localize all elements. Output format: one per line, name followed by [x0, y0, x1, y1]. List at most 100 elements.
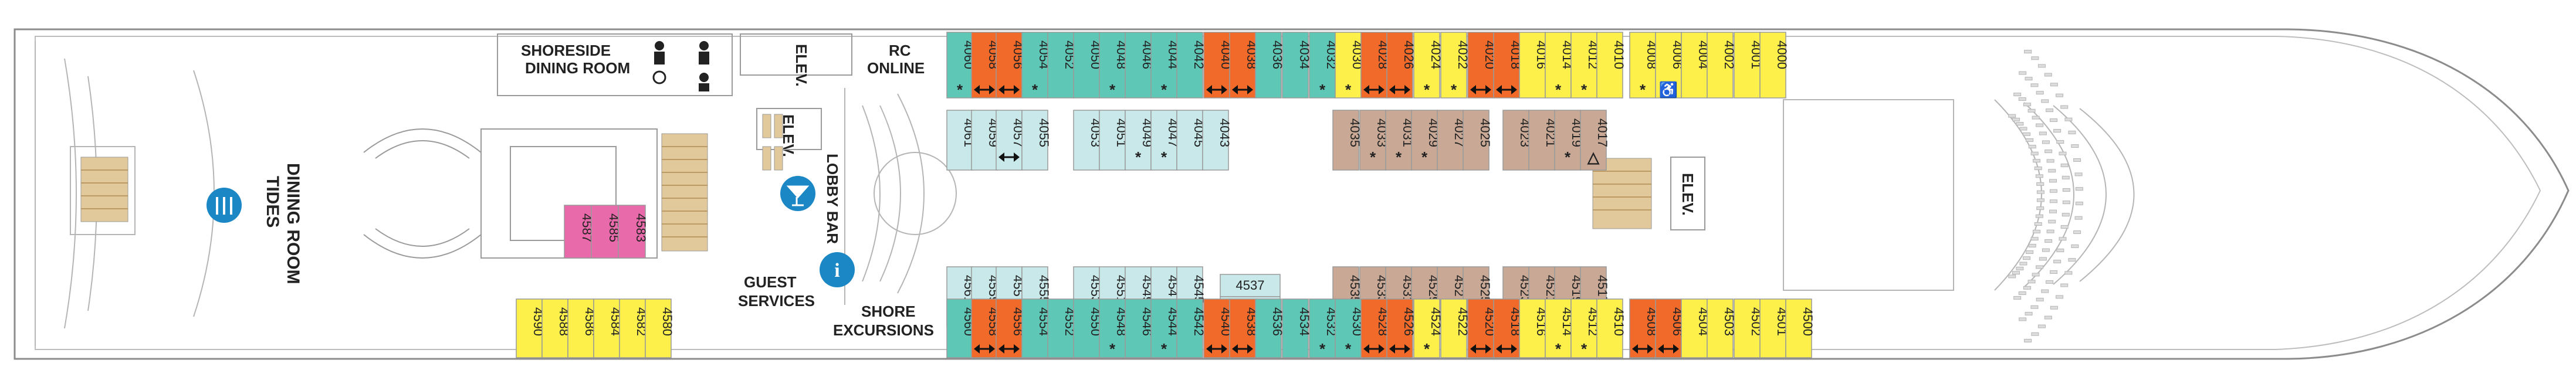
- cabin-4544[interactable]: 4544*: [1150, 298, 1180, 358]
- cabin-4514[interactable]: 4514*: [1545, 298, 1575, 358]
- cabin-4582[interactable]: 4582: [619, 298, 649, 358]
- cabin-4548[interactable]: 4548*: [1099, 298, 1129, 358]
- cabin-number: 4025: [1478, 118, 1492, 147]
- cabin-4045[interactable]: 4045: [1176, 110, 1206, 171]
- cabin-4052[interactable]: 4052: [1047, 32, 1077, 99]
- third-berth-icon: *: [1581, 340, 1587, 358]
- cabin-4001[interactable]: 4001: [1734, 32, 1763, 99]
- cabin-4022[interactable]: 4022*: [1440, 32, 1470, 99]
- cabin-4554[interactable]: 4554: [1021, 298, 1051, 358]
- cabin-4537[interactable]: 4537: [1220, 274, 1281, 297]
- cabin-4024[interactable]: 4024*: [1413, 32, 1443, 99]
- cabin-4016[interactable]: 4016: [1519, 32, 1549, 99]
- cabin-4501[interactable]: 4501: [1759, 298, 1789, 358]
- cabin-4020[interactable]: 4020: [1467, 32, 1497, 99]
- theater-seat: [2026, 250, 2034, 254]
- cabin-4520[interactable]: 4520: [1467, 298, 1497, 358]
- cabin-4556[interactable]: 4556: [996, 298, 1025, 358]
- cabin-4516[interactable]: 4516: [1519, 298, 1549, 358]
- cabin-4042[interactable]: 4042: [1176, 32, 1206, 99]
- cabin-4044[interactable]: 4044*: [1150, 32, 1180, 99]
- cabin-4006[interactable]: 4006♿: [1655, 32, 1685, 99]
- cabin-4029[interactable]: 4029*: [1411, 110, 1441, 171]
- cabin-4532[interactable]: 4532*: [1309, 298, 1339, 358]
- cabin-4047[interactable]: 4047*: [1150, 110, 1180, 171]
- cabin-4560[interactable]: 4560: [946, 298, 976, 358]
- cabin-4526[interactable]: 4526: [1386, 298, 1416, 358]
- cabin-4056[interactable]: 4056: [996, 32, 1025, 99]
- cabin-4503[interactable]: 4503: [1707, 298, 1736, 358]
- cabin-4524[interactable]: 4524*: [1413, 298, 1443, 358]
- shoreside-room: [497, 33, 733, 96]
- cabin-4583[interactable]: 4583: [618, 205, 648, 259]
- cabin-4546[interactable]: 4546: [1125, 298, 1155, 358]
- cabin-4040[interactable]: 4040: [1203, 32, 1233, 99]
- theater-seat: [2037, 64, 2046, 68]
- cabin-4518[interactable]: 4518: [1493, 298, 1523, 358]
- cabin-4014[interactable]: 4014*: [1545, 32, 1575, 99]
- cabin-4587[interactable]: 4587: [564, 205, 594, 259]
- cabin-4536[interactable]: 4536: [1255, 298, 1285, 358]
- cabin-4035[interactable]: 4035: [1332, 110, 1362, 171]
- cabin-4026[interactable]: 4026: [1386, 32, 1416, 99]
- cabin-4057[interactable]: 4057: [996, 110, 1025, 171]
- cabin-4031[interactable]: 4031*: [1385, 110, 1415, 171]
- cabin-4036[interactable]: 4036: [1255, 32, 1285, 99]
- cabin-4500[interactable]: 4500: [1785, 298, 1815, 358]
- cabin-4580[interactable]: 4580: [645, 298, 675, 358]
- cabin-4025[interactable]: 4025: [1463, 110, 1492, 171]
- cabin-4030[interactable]: 4030*: [1335, 32, 1365, 99]
- cabin-4023[interactable]: 4023: [1502, 110, 1532, 171]
- cabin-4585[interactable]: 4585: [591, 205, 621, 259]
- theater-seat: [2027, 280, 2036, 284]
- cabin-4586[interactable]: 4586: [567, 298, 597, 358]
- cabin-4538[interactable]: 4538: [1229, 298, 1259, 358]
- cabin-4504[interactable]: 4504: [1681, 298, 1711, 358]
- cabin-4049[interactable]: 4049*: [1125, 110, 1155, 171]
- cabin-4018[interactable]: 4018: [1493, 32, 1523, 99]
- cabin-4028[interactable]: 4028: [1360, 32, 1390, 99]
- cabin-4008[interactable]: 4008*: [1629, 32, 1659, 99]
- cabin-4528[interactable]: 4528: [1360, 298, 1390, 358]
- cabin-4588[interactable]: 4588: [541, 298, 571, 358]
- cabin-4512[interactable]: 4512*: [1570, 298, 1600, 358]
- cabin-4542[interactable]: 4542: [1176, 298, 1206, 358]
- cabin-4590[interactable]: 4590: [516, 298, 546, 358]
- theater-seat: [2019, 127, 2027, 131]
- cabin-4034[interactable]: 4034: [1282, 32, 1312, 99]
- cabin-4046[interactable]: 4046: [1125, 32, 1155, 99]
- cabin-4050[interactable]: 4050: [1073, 32, 1103, 99]
- cabin-4510[interactable]: 4510: [1596, 298, 1626, 358]
- cabin-4530[interactable]: 4530*: [1335, 298, 1365, 358]
- cabin-4002[interactable]: 4002: [1707, 32, 1736, 99]
- theater-seat: [2028, 243, 2036, 247]
- cabin-4506[interactable]: 4506: [1655, 298, 1685, 358]
- cabin-4048[interactable]: 4048*: [1099, 32, 1129, 99]
- cabin-4522[interactable]: 4522: [1440, 298, 1470, 358]
- cabin-4038[interactable]: 4038: [1229, 32, 1259, 99]
- cabin-4043[interactable]: 4043: [1202, 110, 1232, 171]
- cabin-4502[interactable]: 4502: [1734, 298, 1763, 358]
- cabin-4053[interactable]: 4053: [1073, 110, 1103, 171]
- cabin-4004[interactable]: 4004: [1681, 32, 1711, 99]
- cabin-4012[interactable]: 4012*: [1570, 32, 1600, 99]
- cabin-4054[interactable]: 4054*: [1021, 32, 1051, 99]
- cabin-4055[interactable]: 4055: [1021, 110, 1051, 171]
- cabin-4058[interactable]: 4058: [971, 32, 1001, 99]
- cabin-4010[interactable]: 4010: [1596, 32, 1626, 99]
- cabin-4550[interactable]: 4550: [1073, 298, 1103, 358]
- cabin-4021[interactable]: 4021: [1528, 110, 1558, 171]
- cabin-4032[interactable]: 4032*: [1309, 32, 1339, 99]
- cabin-4017[interactable]: 4017△: [1580, 110, 1610, 171]
- cabin-4584[interactable]: 4584: [593, 298, 623, 358]
- cabin-4051[interactable]: 4051: [1099, 110, 1129, 171]
- cabin-4508[interactable]: 4508: [1629, 298, 1659, 358]
- cabin-4540[interactable]: 4540: [1203, 298, 1233, 358]
- cabin-4552[interactable]: 4552: [1047, 298, 1077, 358]
- cabin-4000[interactable]: 4000: [1759, 32, 1789, 99]
- cabin-4534[interactable]: 4534: [1282, 298, 1312, 358]
- rc-online-label-2: ONLINE: [867, 59, 925, 77]
- cabin-4033[interactable]: 4033*: [1359, 110, 1389, 171]
- cabin-4027[interactable]: 4027: [1437, 110, 1467, 171]
- cabin-4019[interactable]: 4019*: [1554, 110, 1584, 171]
